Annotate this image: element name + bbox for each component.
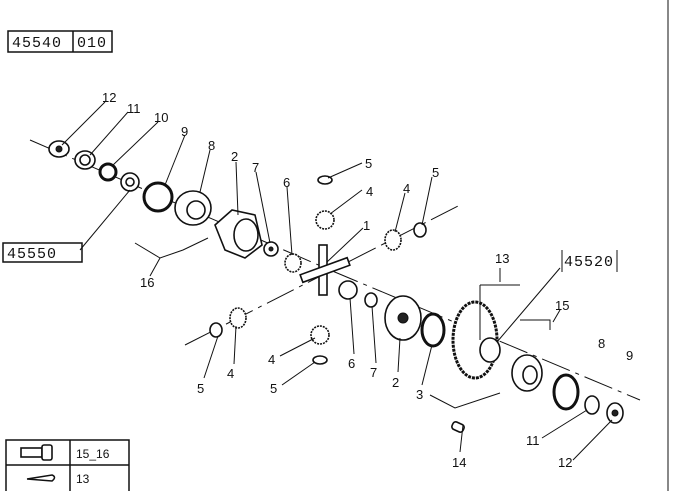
callout-12: 12 <box>102 90 116 105</box>
part-1-spider <box>299 244 351 296</box>
part-45550-nut <box>120 172 140 192</box>
callout-7: 7 <box>370 365 377 380</box>
part-crown-gear <box>451 300 501 380</box>
part-4-gear-top <box>315 210 335 230</box>
part-11-ring-b <box>584 395 600 415</box>
callout-8: 8 <box>208 138 215 153</box>
part-6-gear <box>284 253 302 273</box>
svg-text:45520: 45520 <box>564 254 614 271</box>
group-code: 45540 <box>12 35 62 52</box>
svg-text:45550: 45550 <box>7 246 57 263</box>
part-8-bearing <box>174 190 212 226</box>
legend-pin-refs: 13 <box>76 472 90 486</box>
part-2-housing <box>214 209 263 259</box>
sheet-number: 010 <box>77 35 107 52</box>
callout-9: 9 <box>626 348 633 363</box>
callout-5: 5 <box>365 156 372 171</box>
part-11-ring <box>74 150 96 170</box>
part-12-washer <box>48 140 70 158</box>
callout-15: 15 <box>555 298 569 313</box>
subgroup-ref-left[interactable]: 45550 <box>2 242 83 263</box>
callout-11: 11 <box>127 101 141 116</box>
part-9-ring-b <box>552 373 580 411</box>
callout-11: 11 <box>526 433 540 448</box>
callout-12: 12 <box>558 455 572 470</box>
callout-4: 4 <box>403 181 410 196</box>
part-3-ring <box>420 312 446 348</box>
axis-right <box>329 269 641 401</box>
header-code-box: 45540 010 <box>7 30 113 53</box>
callout-4: 4 <box>366 184 373 199</box>
callout-5: 5 <box>270 381 277 396</box>
legend-bolt-refs: 15_16 <box>76 447 110 461</box>
part-10-seal <box>98 162 118 182</box>
callout-10: 10 <box>154 110 168 125</box>
leader-lines <box>61 101 613 461</box>
callout-4: 4 <box>268 352 275 367</box>
part-2-housing-b <box>384 295 422 341</box>
callout-1: 1 <box>363 218 370 233</box>
callout-3: 3 <box>416 387 423 402</box>
callout-7: 7 <box>252 160 259 175</box>
part-6-gear-b <box>338 280 358 300</box>
part-5-washer-right <box>413 222 427 238</box>
part-14-pin <box>451 421 465 433</box>
cotter-pin-icon <box>26 474 56 482</box>
part-4-gear-left <box>229 307 247 329</box>
part-9-ring <box>142 181 174 213</box>
subgroup-ref-right[interactable]: 45520 <box>561 250 618 272</box>
part-7-washer <box>263 241 279 257</box>
callout-2: 2 <box>231 149 238 164</box>
part-5-washer-bottom <box>312 355 328 365</box>
callout-13: 13 <box>495 251 509 266</box>
part-4-gear-right <box>384 229 402 251</box>
part-4-gear-bottom <box>310 325 330 345</box>
callout-2: 2 <box>392 375 399 390</box>
part-12-washer-b <box>606 402 624 424</box>
part-8-bearing-b <box>511 354 543 392</box>
callout-6: 6 <box>283 175 290 190</box>
callout-4: 4 <box>227 366 234 381</box>
callout-16: 16 <box>140 275 154 290</box>
callout-14: 14 <box>452 455 466 470</box>
callout-6: 6 <box>348 356 355 371</box>
bolt-icon <box>20 444 53 461</box>
fastener-legend: 15_16 13 <box>5 439 130 491</box>
callout-8: 8 <box>598 336 605 351</box>
callout-9: 9 <box>181 124 188 139</box>
callout-5: 5 <box>197 381 204 396</box>
part-5-washer-left <box>209 322 223 338</box>
callout-5: 5 <box>432 165 439 180</box>
part-7-washer-b <box>364 292 378 308</box>
